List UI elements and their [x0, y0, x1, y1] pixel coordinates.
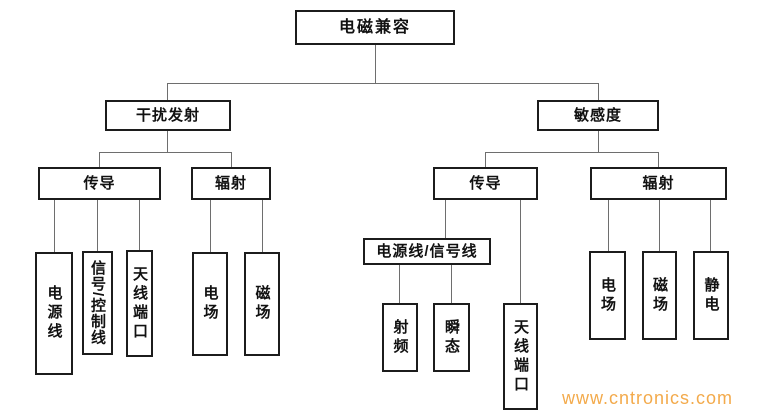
- node-label: 静电: [702, 276, 720, 315]
- node-radiation-right: 辐射: [590, 167, 727, 200]
- node-rf: 射频: [382, 303, 418, 372]
- node-m-field-left: 磁场: [244, 252, 280, 356]
- node-label: 电场: [201, 285, 219, 323]
- node-label: 射频: [391, 318, 409, 357]
- node-label: 电源线: [45, 285, 63, 342]
- node-label: 电场: [599, 276, 616, 315]
- node-signal-control-line: 信号/控制线: [82, 251, 113, 355]
- connector-line: [710, 200, 711, 251]
- connector-line: [598, 83, 599, 100]
- node-m-field-right: 磁场: [642, 251, 677, 340]
- connector-line: [210, 200, 211, 252]
- connector-line: [262, 200, 263, 252]
- node-static-electricity: 静电: [693, 251, 729, 340]
- node-power-signal-line: 电源线/信号线: [363, 238, 491, 265]
- node-conduction-right: 传导: [433, 167, 538, 200]
- connector-line: [608, 200, 609, 251]
- node-label: 电磁兼容: [338, 18, 411, 36]
- connector-line: [520, 200, 521, 303]
- connector-line: [167, 130, 168, 152]
- node-label: 敏感度: [573, 107, 622, 124]
- node-label: 磁场: [651, 276, 668, 315]
- node-power-line: 电源线: [35, 252, 73, 375]
- node-label: 辐射: [642, 175, 675, 192]
- connector-line: [139, 200, 140, 250]
- connector-line: [54, 200, 55, 252]
- connector-line: [451, 265, 452, 303]
- node-transient: 瞬态: [433, 303, 470, 372]
- node-e-field-left: 电场: [192, 252, 228, 356]
- connector-line: [445, 200, 446, 238]
- connector-line: [99, 152, 100, 167]
- connector-line: [97, 200, 98, 251]
- connector-line: [167, 83, 168, 100]
- node-label: 传导: [83, 175, 116, 192]
- node-conduction-left: 传导: [38, 167, 161, 200]
- connector-line: [658, 152, 659, 167]
- connector-line: [167, 83, 599, 84]
- node-label: 传导: [469, 175, 502, 192]
- node-label: 信号/控制线: [89, 260, 106, 346]
- node-radiation-left: 辐射: [191, 167, 271, 200]
- connector-line: [598, 130, 599, 152]
- watermark: www.cntronics.com: [562, 388, 734, 408]
- node-antenna-port-right: 天线端口: [503, 303, 538, 410]
- node-label: 电源线/信号线: [376, 243, 478, 260]
- node-label: 磁场: [253, 285, 271, 323]
- node-interference-emission: 干扰发射: [105, 100, 231, 131]
- connector-line: [375, 45, 376, 83]
- node-emc-root: 电磁兼容: [295, 10, 455, 45]
- node-label: 干扰发射: [135, 107, 200, 124]
- connector-line: [231, 152, 232, 167]
- node-antenna-port-left: 天线端口: [126, 250, 153, 357]
- node-e-field-right: 电场: [589, 251, 626, 340]
- connector-line: [485, 152, 659, 153]
- node-label: 瞬态: [443, 318, 460, 357]
- connector-line: [485, 152, 486, 167]
- connector-line: [659, 200, 660, 251]
- connector-line: [399, 265, 400, 303]
- node-sensitivity: 敏感度: [537, 100, 659, 131]
- connector-line: [99, 152, 232, 153]
- node-label: 天线端口: [131, 265, 148, 342]
- node-label: 辐射: [214, 175, 247, 192]
- node-label: 天线端口: [512, 318, 529, 395]
